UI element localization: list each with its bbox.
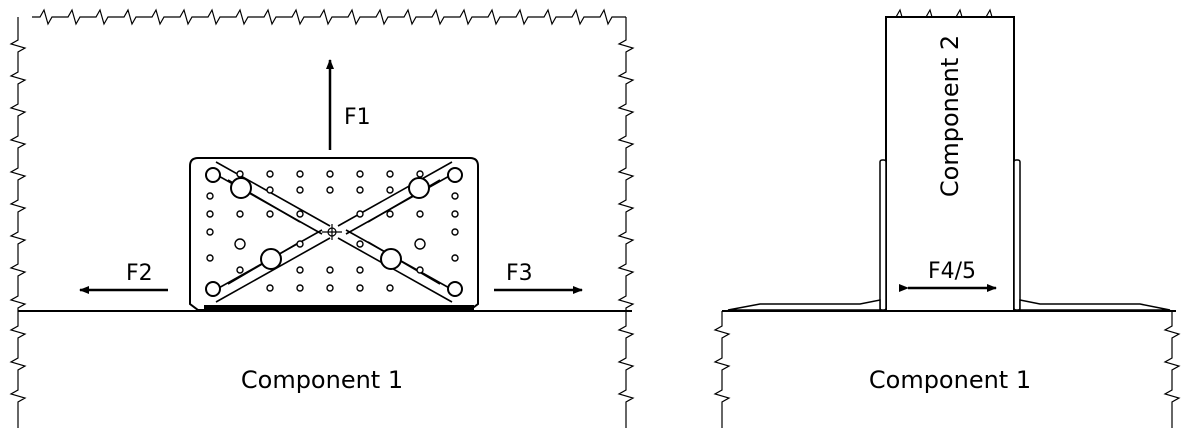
label-f3: F3 (506, 261, 533, 286)
center-mark (322, 224, 342, 240)
right-view: F4/5 Component 2 Component 1 (713, 8, 1181, 428)
left-right-break-line (617, 17, 635, 428)
left-view: F1 F2 F3 Component 1 (9, 8, 635, 428)
label-f2: F2 (126, 261, 153, 286)
left-top-break-line (32, 8, 626, 26)
right-component-1-label: Component 1 (869, 366, 1031, 394)
left-component-1-label: Component 1 (241, 366, 403, 394)
label-f45: F4/5 (928, 259, 976, 284)
side-plates (727, 159, 1171, 311)
left-left-break-line (9, 17, 27, 428)
component-2-label: Component 2 (936, 35, 964, 197)
right-right-break-line (1163, 311, 1181, 428)
label-f1: F1 (344, 105, 371, 130)
connector-plate (189, 157, 479, 311)
small-holes (206, 170, 459, 292)
right-left-break-line (713, 311, 731, 428)
large-holes (205, 167, 463, 297)
